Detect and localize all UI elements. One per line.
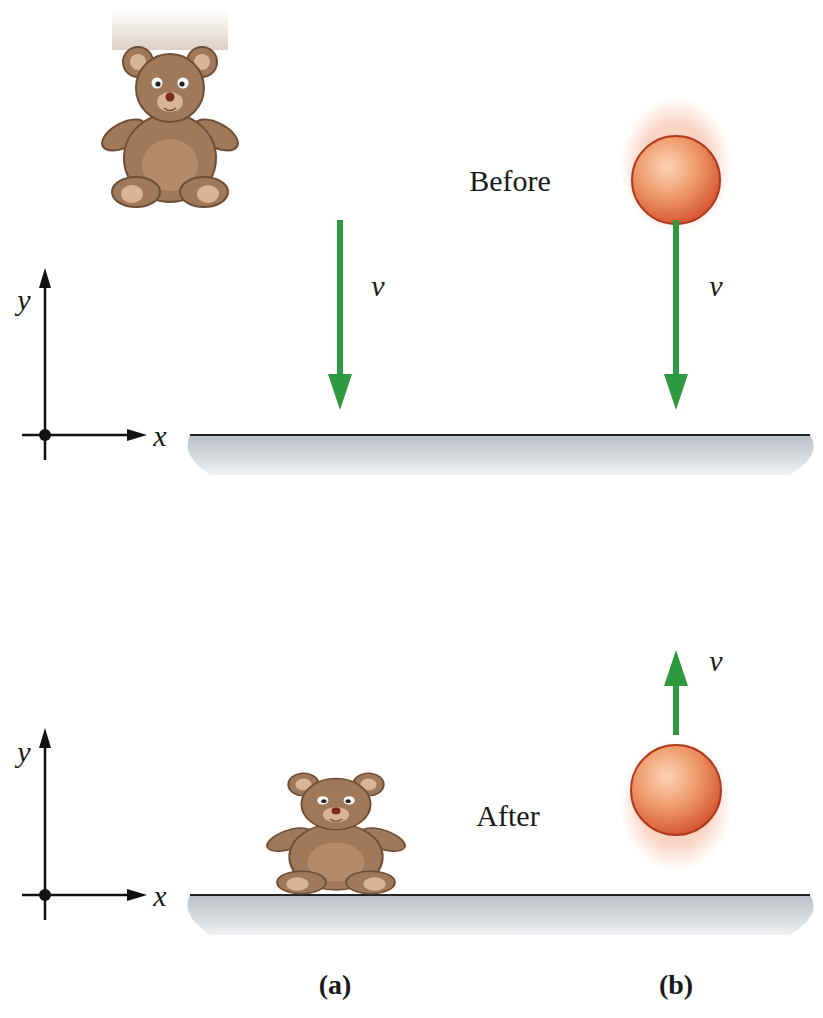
panel-heading: Before: [469, 166, 551, 196]
axis-label: x: [153, 421, 166, 451]
ground-line: [190, 434, 810, 436]
ground-shadow: [188, 435, 814, 475]
ground-shadow: [188, 895, 814, 935]
ball: [631, 745, 721, 835]
velocity-arrow: [328, 220, 352, 410]
ground-line: [190, 894, 810, 896]
velocity-symbol: v: [709, 271, 722, 301]
teddy-bear: [97, 47, 243, 207]
panel-heading: After: [476, 801, 539, 831]
ball: [632, 136, 720, 224]
velocity-symbol: v: [709, 646, 722, 676]
axes: [22, 728, 147, 920]
axis-label: y: [17, 285, 30, 315]
velocity-arrow: [664, 220, 688, 410]
velocity-arrow: [664, 650, 688, 735]
motion-blur: [112, 10, 228, 50]
axis-label: y: [17, 737, 30, 767]
motion-glow: [620, 97, 732, 233]
motion-glow: [620, 739, 732, 871]
axis-label: x: [153, 881, 166, 911]
panel-label: (b): [659, 971, 693, 999]
panel-label: (a): [319, 971, 352, 999]
axes: [22, 268, 147, 460]
velocity-symbol: v: [371, 271, 384, 301]
teddy-bear: [262, 773, 410, 893]
